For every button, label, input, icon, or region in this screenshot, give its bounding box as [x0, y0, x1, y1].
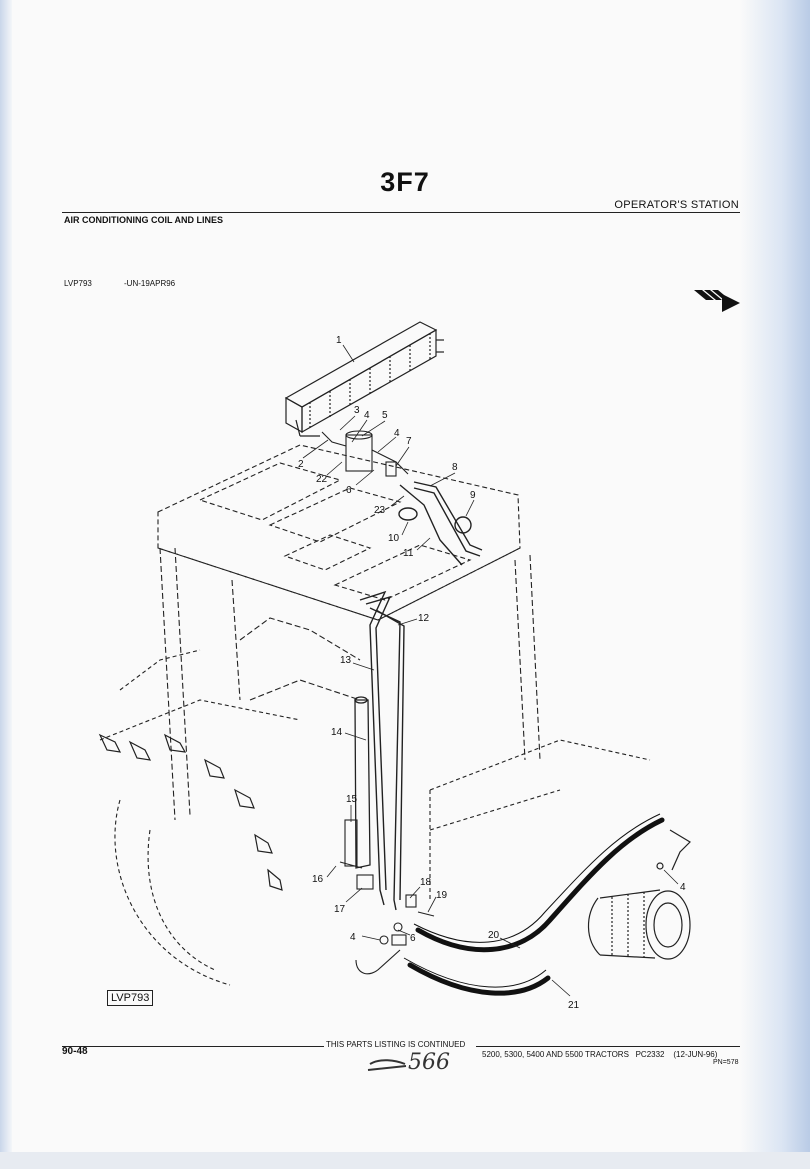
models-text: 5200, 5300, 5400 AND 5500 TRACTORS — [482, 1050, 629, 1059]
rear-tire — [98, 733, 283, 891]
callout-20: 20 — [488, 930, 500, 941]
callout-4: 4 — [364, 410, 370, 421]
callout-10: 10 — [388, 533, 400, 544]
page-number: 90-48 — [62, 1046, 88, 1057]
illustration-date: -UN-19APR96 — [124, 279, 176, 288]
callout-19: 19 — [436, 890, 448, 901]
callout-2: 2 — [298, 459, 304, 470]
handwritten-page-note: 566 — [408, 1050, 450, 1075]
evaporator-coil — [284, 321, 444, 437]
callout-1: 1 — [336, 335, 342, 346]
callout-23: 23 — [374, 505, 386, 516]
footer-models: 5200, 5300, 5400 AND 5500 TRACTORS PC233… — [482, 1050, 717, 1059]
callout-4c: 4 — [350, 932, 356, 943]
callout-6b: 6 — [410, 933, 416, 944]
callout-22: 22 — [316, 474, 328, 485]
footer-rule-left — [62, 1046, 324, 1047]
scan-edge-right — [740, 0, 810, 1169]
callout-18: 18 — [420, 877, 432, 888]
callout-13: 13 — [340, 655, 352, 666]
header-rule — [62, 212, 740, 213]
catalog-date: (12-JUN-96) — [673, 1050, 718, 1059]
callout-8: 8 — [452, 462, 458, 473]
cab-frame — [159, 547, 541, 821]
hoses-20-21 — [407, 817, 665, 996]
callout-numbers: 1 2 3 4 5 4 7 8 22 6 9 23 10 11 12 13 14… — [298, 335, 686, 1011]
callout-11: 11 — [403, 548, 414, 559]
footer-rule-right — [476, 1046, 740, 1047]
callout-16: 16 — [312, 874, 324, 885]
page-code: 3F7 — [380, 167, 430, 197]
direction-arrow-icon — [694, 290, 740, 312]
pipe-8-11 — [398, 481, 483, 566]
callout-4d: 4 — [680, 882, 686, 893]
hose-14 — [354, 696, 371, 869]
callout-12: 12 — [418, 613, 430, 624]
illustration-box-ref: LVP793 — [107, 990, 154, 1006]
callout-7: 7 — [406, 436, 412, 447]
illustration-ref: LVP793 — [64, 279, 92, 288]
callout-4b: 4 — [394, 428, 400, 439]
scan-edge-left — [0, 0, 12, 1169]
continued-notice: THIS PARTS LISTING IS CONTINUED — [326, 1040, 466, 1049]
callout-21: 21 — [568, 1000, 580, 1011]
expansion-valve — [321, 430, 409, 477]
callout-6: 6 — [346, 485, 352, 496]
callout-leaders — [302, 344, 679, 997]
tractor-body — [99, 649, 651, 986]
pipe-12-13 — [359, 590, 405, 911]
callout-17: 17 — [334, 904, 346, 915]
page-title: AIR CONDITIONING COIL AND LINES — [64, 215, 224, 225]
scan-edge-bottom — [0, 1152, 810, 1169]
compressor — [587, 829, 691, 960]
pn-number: PN=578 — [713, 1059, 739, 1066]
cab-roof — [157, 444, 521, 621]
catalog-number: PC2332 — [635, 1050, 665, 1059]
callout-14: 14 — [331, 727, 343, 738]
section-title: OPERATOR'S STATION — [614, 199, 739, 211]
callout-3: 3 — [354, 405, 360, 416]
callout-5: 5 — [382, 410, 388, 421]
callout-9: 9 — [470, 490, 476, 501]
callout-15: 15 — [346, 794, 358, 805]
hose-outlines — [403, 813, 661, 988]
fittings-lower — [355, 894, 435, 975]
